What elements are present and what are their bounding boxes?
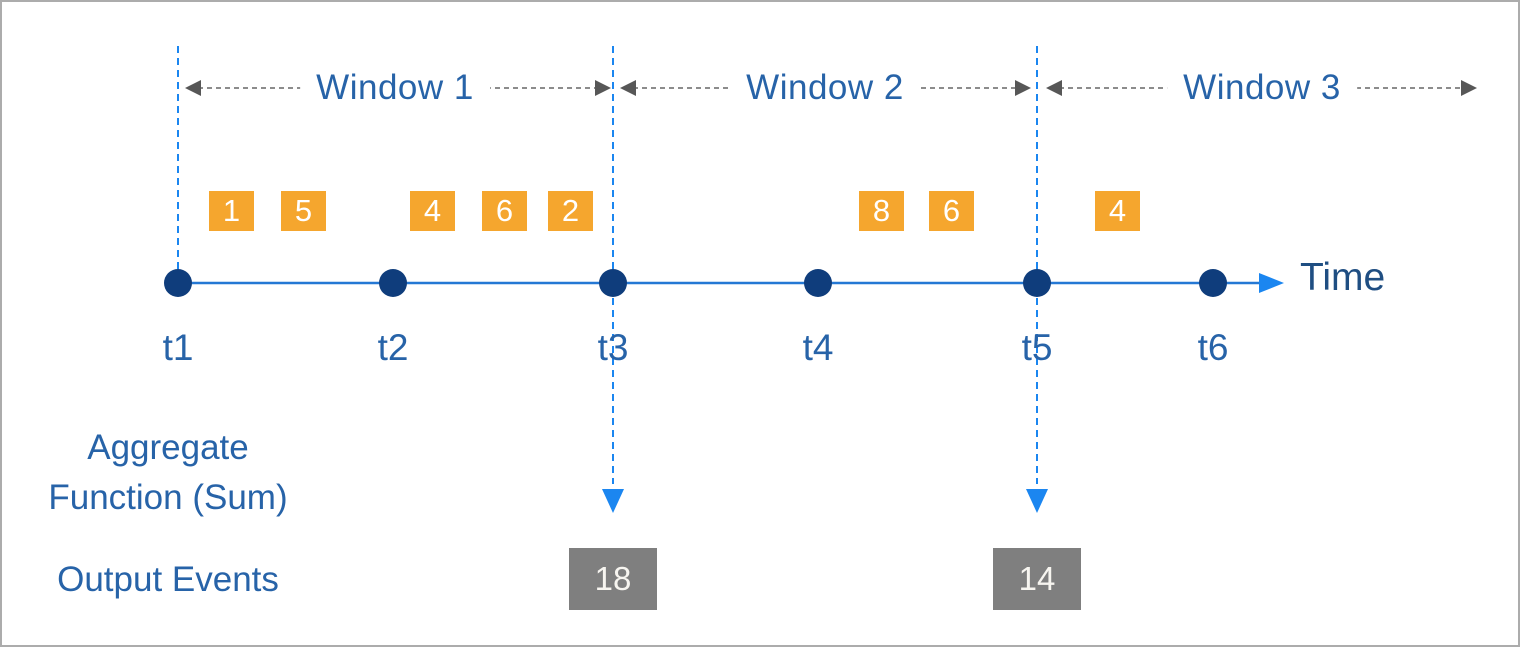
event-box: 6: [482, 191, 527, 231]
output-down-arrowhead-t5-icon: [1026, 489, 1048, 513]
output-value-box-window2: 14: [993, 548, 1081, 610]
window3-left-arrowhead-icon: [1046, 80, 1062, 96]
timeline-dot-t1: [164, 269, 192, 297]
timeline-dot-t5: [1023, 269, 1051, 297]
output-down-arrowhead-t3-icon: [602, 489, 624, 513]
tick-label-t3: t3: [597, 327, 629, 368]
aggregate-function-label-line1: Aggregate: [87, 428, 249, 467]
window2-right-arrowhead-icon: [1015, 80, 1031, 96]
window3-label: Window 3: [1167, 68, 1357, 108]
timeline-dot-t6: [1199, 269, 1227, 297]
window2-label: Window 2: [730, 68, 920, 108]
window1-left-arrowhead-icon: [185, 80, 201, 96]
time-axis-label: Time: [1300, 256, 1386, 299]
timeline-dot-t4: [804, 269, 832, 297]
event-box: 4: [410, 191, 455, 231]
output-value-box-window1: 18: [569, 548, 657, 610]
tick-label-t1: t1: [162, 327, 194, 368]
event-box: 8: [859, 191, 904, 231]
event-box: 2: [548, 191, 593, 231]
event-box: 6: [929, 191, 974, 231]
tick-label-t5: t5: [1021, 327, 1053, 368]
aggregate-function-label: Aggregate Function (Sum): [18, 423, 318, 523]
aggregate-function-label-line2: Function (Sum): [48, 478, 288, 517]
window1-right-arrowhead-icon: [595, 80, 611, 96]
timeline-arrowhead-icon: [1259, 273, 1284, 293]
tick-label-t2: t2: [377, 327, 409, 368]
tick-label-t6: t6: [1197, 327, 1229, 368]
event-box: 1: [209, 191, 254, 231]
window3-right-arrowhead-icon: [1461, 80, 1477, 96]
event-box: 4: [1095, 191, 1140, 231]
timeline-dot-t3: [599, 269, 627, 297]
timeline-dot-t2: [379, 269, 407, 297]
tick-label-t4: t4: [802, 327, 834, 368]
window1-label: Window 1: [300, 68, 490, 108]
window2-left-arrowhead-icon: [620, 80, 636, 96]
output-events-label: Output Events: [57, 560, 279, 599]
event-box: 5: [281, 191, 326, 231]
